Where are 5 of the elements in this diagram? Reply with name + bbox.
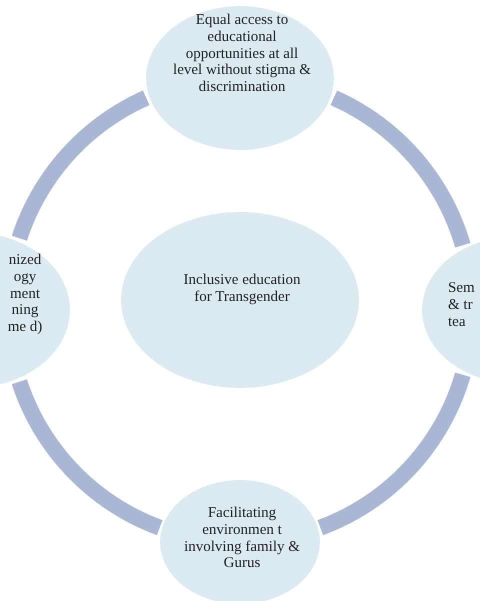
node-text: Sem & tr tea <box>448 280 476 330</box>
node-text: Equal access to educational opportunities at all level without stigma & discrimination <box>172 12 312 96</box>
node-text: Facilitating environmen t involving family & Gurus <box>183 505 301 572</box>
node-text: Inclusive education for Transgender <box>182 272 302 306</box>
node-text: nized ogy ment ning me d) <box>6 252 44 336</box>
